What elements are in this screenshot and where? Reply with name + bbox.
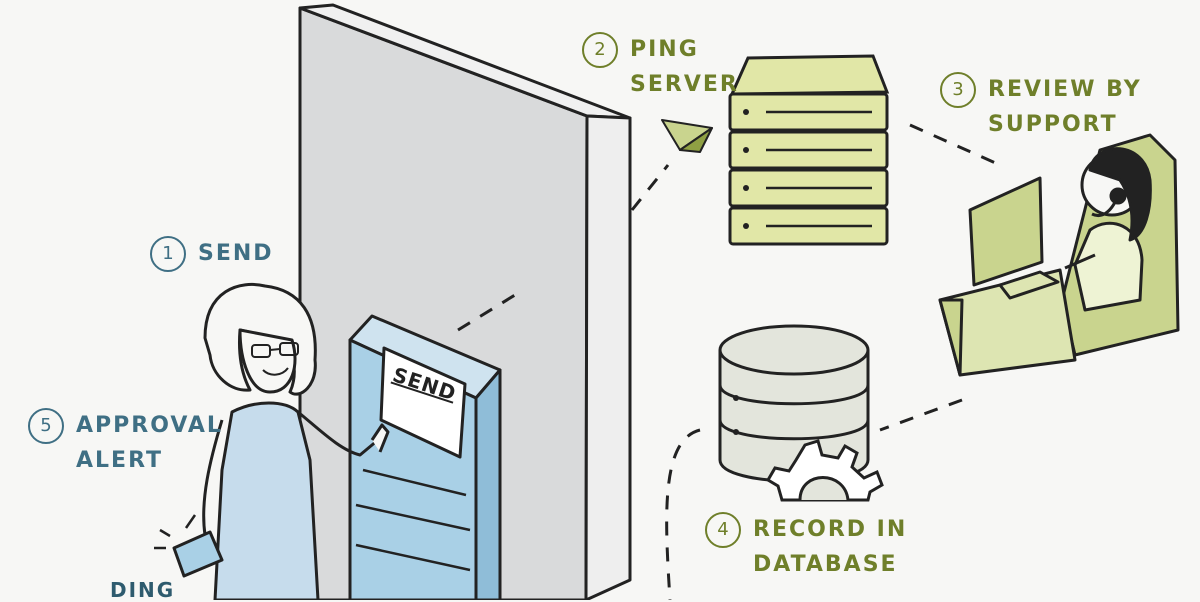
step-3-text: REVIEW BY SUPPORT	[988, 77, 1142, 137]
step-3-number: 3	[940, 72, 976, 108]
step-1-text: SEND	[198, 241, 274, 266]
kiosk-screen[interactable]	[379, 346, 467, 459]
computer-icon	[968, 176, 1060, 300]
gear-icon	[765, 439, 884, 502]
flow-connectors	[457, 123, 1001, 600]
step-2-number: 2	[582, 32, 618, 68]
step-4-number: 4	[705, 512, 741, 548]
step-3-label: 3 REVIEW BY SUPPORT	[940, 72, 1142, 142]
step-5-text: APPROVAL ALERT	[76, 413, 223, 473]
kiosk-icon	[348, 314, 502, 600]
step-5-number: 5	[28, 408, 64, 444]
server-icon	[728, 54, 890, 246]
step-1-number: 1	[150, 236, 186, 272]
step-5-label: 5 APPROVAL ALERT	[28, 408, 223, 478]
step-2-label: 2 PING SERVER	[582, 32, 739, 102]
step-2-text: PING SERVER	[630, 37, 739, 97]
step-1-label: 1 SEND	[150, 236, 274, 272]
support-agent-icon	[938, 133, 1180, 377]
phone-sound-text: DING	[110, 578, 176, 602]
step-4-text: RECORD IN DATABASE	[753, 517, 908, 577]
database-icon	[718, 324, 870, 483]
person-icon	[202, 282, 390, 600]
phone-icon	[154, 514, 224, 578]
paper-plane-icon	[661, 119, 713, 153]
step-4-label: 4 RECORD IN DATABASE	[705, 512, 907, 582]
